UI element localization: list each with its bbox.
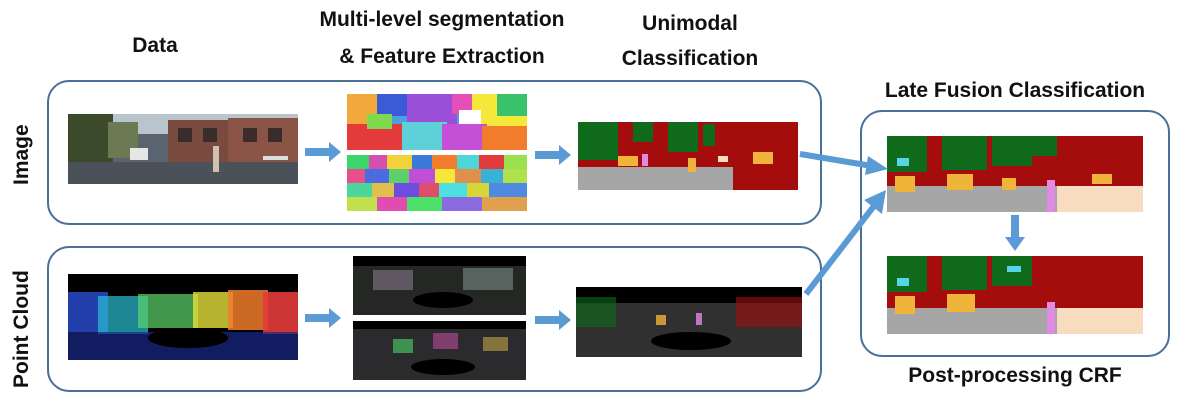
arrow-image-segmentation-to-classification xyxy=(535,145,571,165)
arrow-image-to-segmentation xyxy=(305,142,341,162)
point-cloud-unimodal-classification-result xyxy=(576,287,802,357)
point-cloud-segmentation-coarse xyxy=(353,256,526,315)
point-cloud-segmentation-fine xyxy=(353,321,526,380)
image-superpixel-segmentation-fine xyxy=(347,155,527,211)
header-late-fusion: Late Fusion Classification xyxy=(884,79,1146,102)
header-segmentation-line2: & Feature Extraction xyxy=(339,45,545,68)
arrow-pointcloud-to-segmentation xyxy=(305,308,341,328)
point-cloud-data-thumbnail xyxy=(68,274,298,360)
header-unimodal-line2: Classification xyxy=(621,47,759,70)
arrow-fusion-to-crf xyxy=(1005,215,1025,251)
row-label-image: Image xyxy=(10,124,33,185)
image-superpixel-segmentation-coarse xyxy=(347,94,527,150)
image-unimodal-classification-result xyxy=(578,122,798,190)
point-cloud-row-panel xyxy=(47,246,822,392)
camera-image-thumbnail xyxy=(68,114,298,184)
arrow-pointcloud-classification-to-fusion xyxy=(803,190,886,296)
late-fusion-classification-result xyxy=(887,136,1143,212)
image-row-panel xyxy=(47,80,822,225)
arrow-pointcloud-segmentation-to-classification xyxy=(535,310,571,330)
header-unimodal-line1: Unimodal xyxy=(642,12,738,35)
footer-post-processing: Post-processing CRF xyxy=(908,364,1122,387)
arrow-image-classification-to-fusion xyxy=(799,151,888,175)
late-fusion-panel xyxy=(860,110,1170,357)
header-data: Data xyxy=(132,34,178,57)
post-processing-crf-result xyxy=(887,256,1143,334)
header-segmentation-line1: Multi-level segmentation xyxy=(319,8,565,31)
row-label-point-cloud: Point Cloud xyxy=(10,270,33,388)
